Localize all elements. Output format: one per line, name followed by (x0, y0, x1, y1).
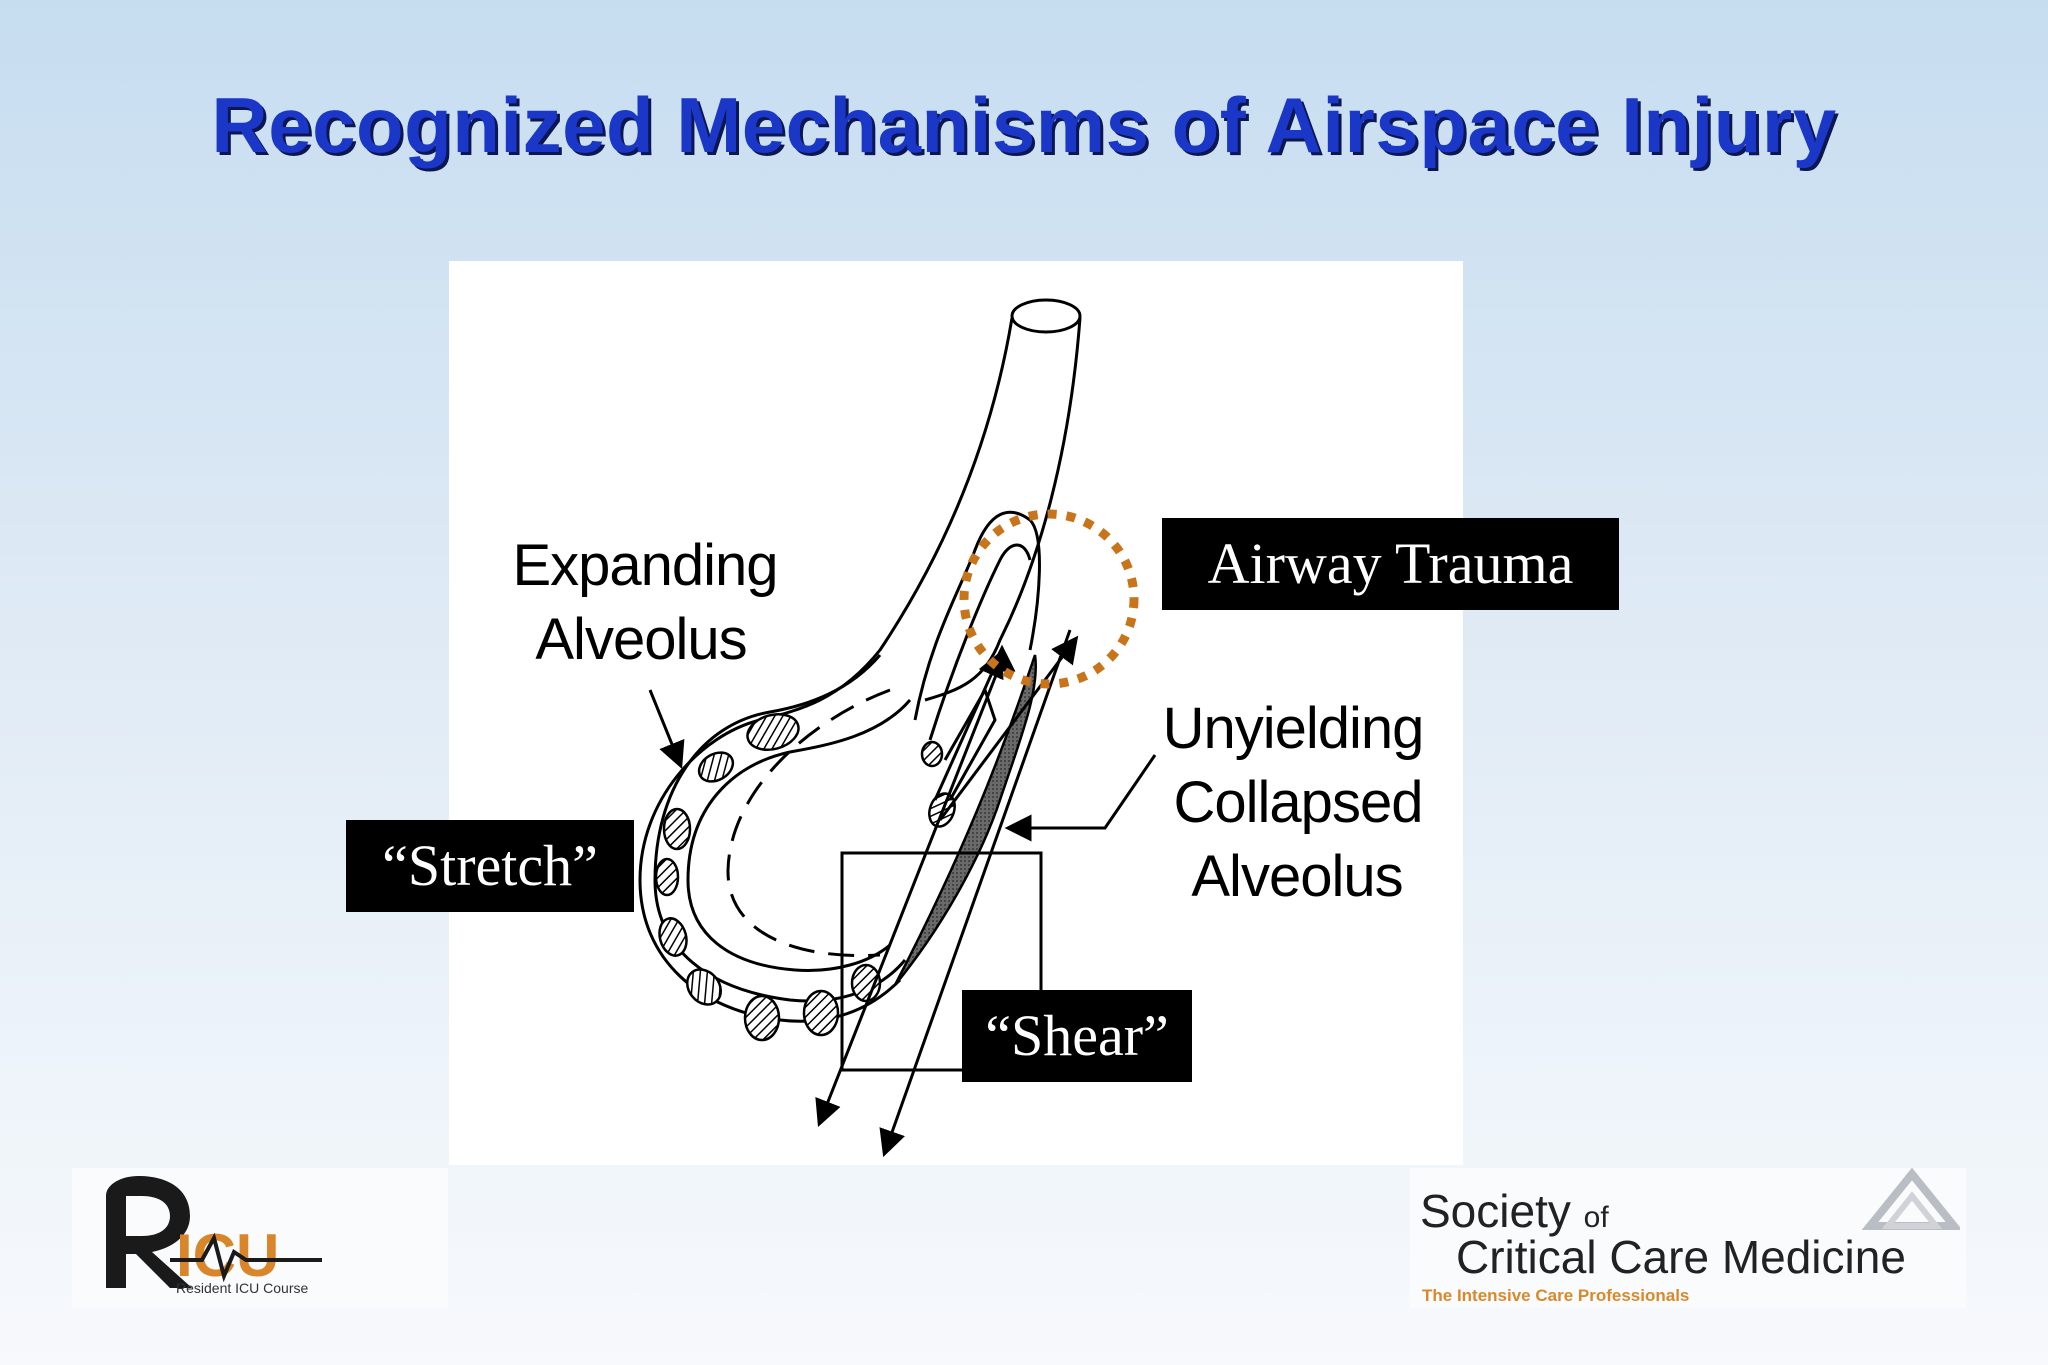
slide-title: Recognized Mechanisms of Airspace Injury (211, 81, 1837, 169)
alveolar-wall-cells (654, 713, 956, 1042)
alveolus-inner-boundary (686, 699, 912, 972)
svg-text:ICU: ICU (176, 1222, 279, 1289)
label-pointer-arrows (648, 689, 1157, 842)
sccm-society-word: Society (1420, 1185, 1571, 1237)
ricu-logo: ICU Resident ICU Course (72, 1168, 448, 1308)
collapsed-alveolus-label-1: Unyielding (1163, 696, 1424, 761)
collapsed-alveolus-label-3: Alveolus (1191, 844, 1402, 909)
sccm-of-word: of (1583, 1201, 1609, 1234)
diagram-panel (449, 261, 1463, 1165)
sccm-tagline: The Intensive Care Professionals (1422, 1286, 1690, 1305)
collapsed-alveolus-label-2: Collapsed (1174, 770, 1423, 835)
shear-callout: “Shear” (962, 990, 1192, 1082)
sccm-triangle-icon (1861, 1168, 1960, 1230)
sccm-name: Critical Care Medicine (1456, 1231, 1906, 1283)
shear-box (840, 851, 1043, 1072)
expanding-alveolus-wall (653, 654, 907, 1003)
expanding-alveolus-label-1: Expanding (512, 533, 777, 598)
airway-trauma-circle (959, 509, 1139, 689)
ricu-logo-mark: ICU (106, 1176, 322, 1289)
stretch-dashed-contour (726, 688, 891, 958)
collapsed-alveolus (913, 510, 1041, 801)
shear-arrows (815, 629, 1079, 1158)
sccm-society-line: Society of (1420, 1184, 1609, 1238)
airway-trauma-callout: Airway Trauma (1162, 518, 1619, 610)
collapsed-alveolus-fill (893, 654, 1037, 986)
stretch-callout: “Stretch” (346, 820, 634, 912)
expanding-alveolus-label-2: Alveolus (535, 607, 746, 672)
sccm-logo: Society of Critical Care Medicine The In… (1410, 1168, 1966, 1308)
ricu-caption: Resident ICU Course (176, 1280, 309, 1296)
